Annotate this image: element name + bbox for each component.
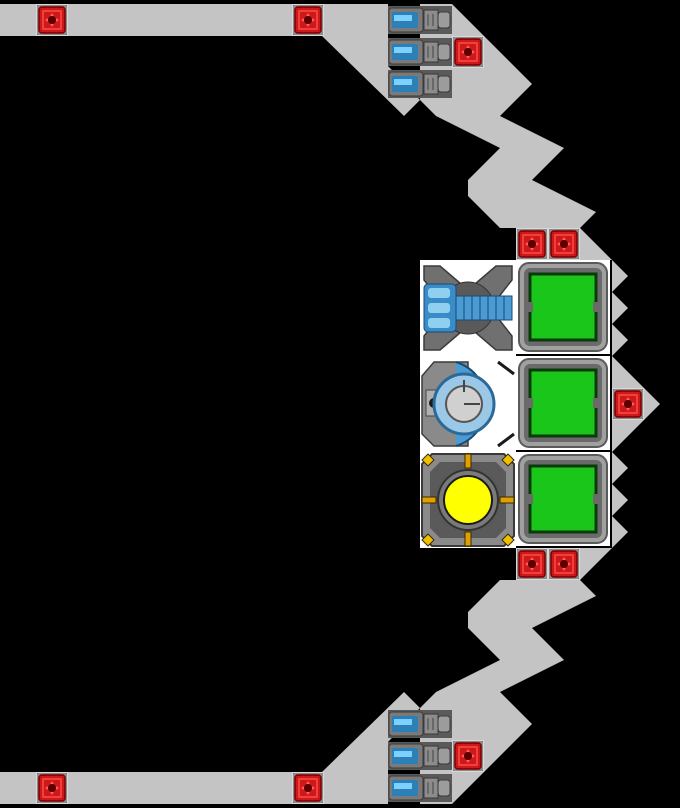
thruster[interactable] bbox=[387, 741, 453, 771]
attachment-socket[interactable] bbox=[547, 227, 581, 261]
hull-notch bbox=[612, 452, 628, 484]
reactor-core[interactable] bbox=[420, 452, 516, 548]
attachment-socket[interactable] bbox=[611, 387, 645, 421]
battery-cell[interactable] bbox=[514, 354, 612, 452]
thruster-block-top[interactable] bbox=[387, 5, 453, 99]
attachment-socket[interactable] bbox=[35, 771, 69, 805]
hull-notch bbox=[612, 324, 628, 356]
railgun-turret[interactable] bbox=[420, 260, 516, 356]
thruster[interactable] bbox=[387, 37, 453, 67]
thruster[interactable] bbox=[387, 5, 453, 35]
attachment-socket[interactable] bbox=[291, 771, 325, 805]
attachment-socket[interactable] bbox=[547, 547, 581, 581]
battery-cell[interactable] bbox=[514, 258, 612, 356]
thruster[interactable] bbox=[387, 709, 453, 739]
attachment-socket[interactable] bbox=[515, 227, 549, 261]
thruster[interactable] bbox=[387, 773, 453, 803]
attachment-socket[interactable] bbox=[451, 35, 485, 69]
battery-cell[interactable] bbox=[514, 450, 612, 548]
thruster[interactable] bbox=[387, 69, 453, 99]
attachment-socket[interactable] bbox=[451, 739, 485, 773]
thruster-block-bottom[interactable] bbox=[387, 709, 453, 803]
shield-generator[interactable] bbox=[420, 356, 516, 452]
attachment-socket[interactable] bbox=[35, 3, 69, 37]
attachment-socket[interactable] bbox=[515, 547, 549, 581]
attachment-socket[interactable] bbox=[291, 3, 325, 37]
